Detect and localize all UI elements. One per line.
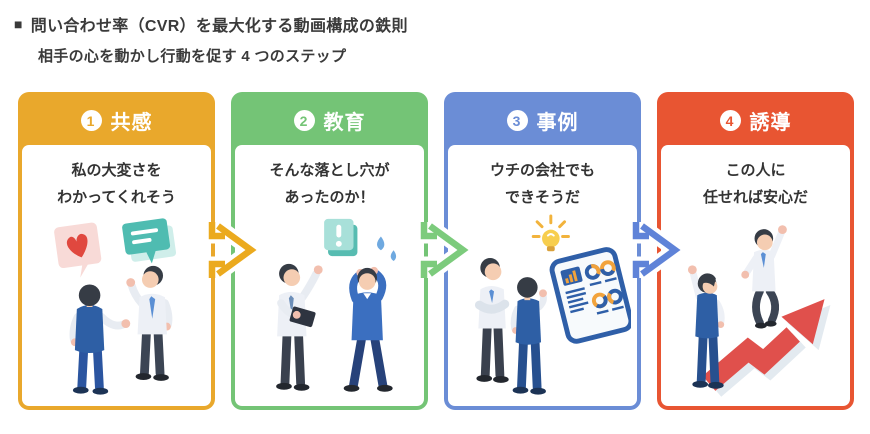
step1-body: 私の大変さを わかってくれそう [22,145,211,406]
quote-line: できそうだ [504,189,580,206]
page-title-row: ■ 問い合わせ率（CVR）を最大化する動画構成の鉄則 [14,12,408,36]
step-card-empathy: 1 共感 私の大変さを わかってくれそう [18,92,215,410]
step2-quote: そんな落とし穴が あったのか！ [269,157,389,211]
step3-quote: ウチの会社でも できそうだ [490,157,595,211]
step3-number-badge: 3 [506,110,528,131]
quote-line: あったのか！ [284,189,375,206]
step1-header: 1 共感 [22,96,211,145]
lightbulb-icon [531,214,570,252]
person-cheering [687,265,725,389]
person-jumping [740,225,787,329]
flow-arrow-1-icon [204,222,259,278]
step4-number-badge: 4 [719,110,741,131]
page-subtitle: 相手の心を動かし行動を促す 4 つのステップ [38,48,347,65]
step2-header: 2 教育 [235,96,424,145]
title-bullet-marker: ■ [14,16,23,32]
step3-body: ウチの会社でも できそうだ [448,145,637,406]
person-empathizing [125,265,172,381]
step1-title: 共感 [110,112,153,134]
step4-quote: この人に 任せれば安心だ [703,157,808,211]
step3-title: 事例 [536,112,579,134]
sweat-drops-icon [376,236,396,261]
person-considering [510,277,547,395]
flow-arrow-2-icon [416,222,471,278]
step1-quote: 私の大変さを わかってくれそう [57,157,176,211]
case-study-illustration [474,214,631,395]
person-teaching [275,263,323,391]
quote-line: ウチの会社でも [489,162,595,179]
quote-line: この人に [725,162,786,179]
person-sharing-trouble [69,284,130,395]
step4-body: この人に 任せれば安心だ [661,145,850,406]
growth-arrow-icon [702,299,830,397]
conversion-illustration [687,225,830,397]
steps-row: 1 共感 私の大変さを わかってくれそう [18,92,854,410]
step4-header: 4 誘導 [661,96,850,145]
step3-header: 3 事例 [448,96,637,145]
step2-body: そんな落とし穴が あったのか！ [235,145,424,406]
step-card-education: 2 教育 そんな落とし穴が あったのか！ [231,92,428,410]
quote-line: 任せれば安心だ [702,189,808,206]
person-arms-crossed [474,258,509,383]
quote-line: わかってくれそう [57,189,176,206]
chat-speech-bubble-icon [121,218,176,264]
step2-number-badge: 2 [293,110,315,131]
flow-arrow-3-icon [628,222,683,278]
quote-line: そんな落とし穴が [269,162,390,179]
step-card-case-study: 3 事例 ウチの会社でも できそうだ [444,92,641,410]
exclamation-sign-icon [323,218,357,257]
person-surprised [343,266,393,392]
step-card-conversion: 4 誘導 この人に 任せれば安心だ [657,92,854,410]
heading-block: ■ 問い合わせ率（CVR）を最大化する動画構成の鉄則 相手の心を動かし行動を促す… [14,12,408,66]
empathy-illustration [53,218,176,395]
page-title: 問い合わせ率（CVR）を最大化する動画構成の鉄則 [30,18,408,35]
quote-line: 私の大変さを [71,162,162,179]
heart-speech-bubble-icon [53,222,101,278]
analytics-dashboard-icon [549,247,631,344]
step1-number-badge: 1 [80,110,102,131]
step2-title: 教育 [323,112,366,134]
step4-title: 誘導 [749,112,792,134]
education-illustration [275,218,396,392]
